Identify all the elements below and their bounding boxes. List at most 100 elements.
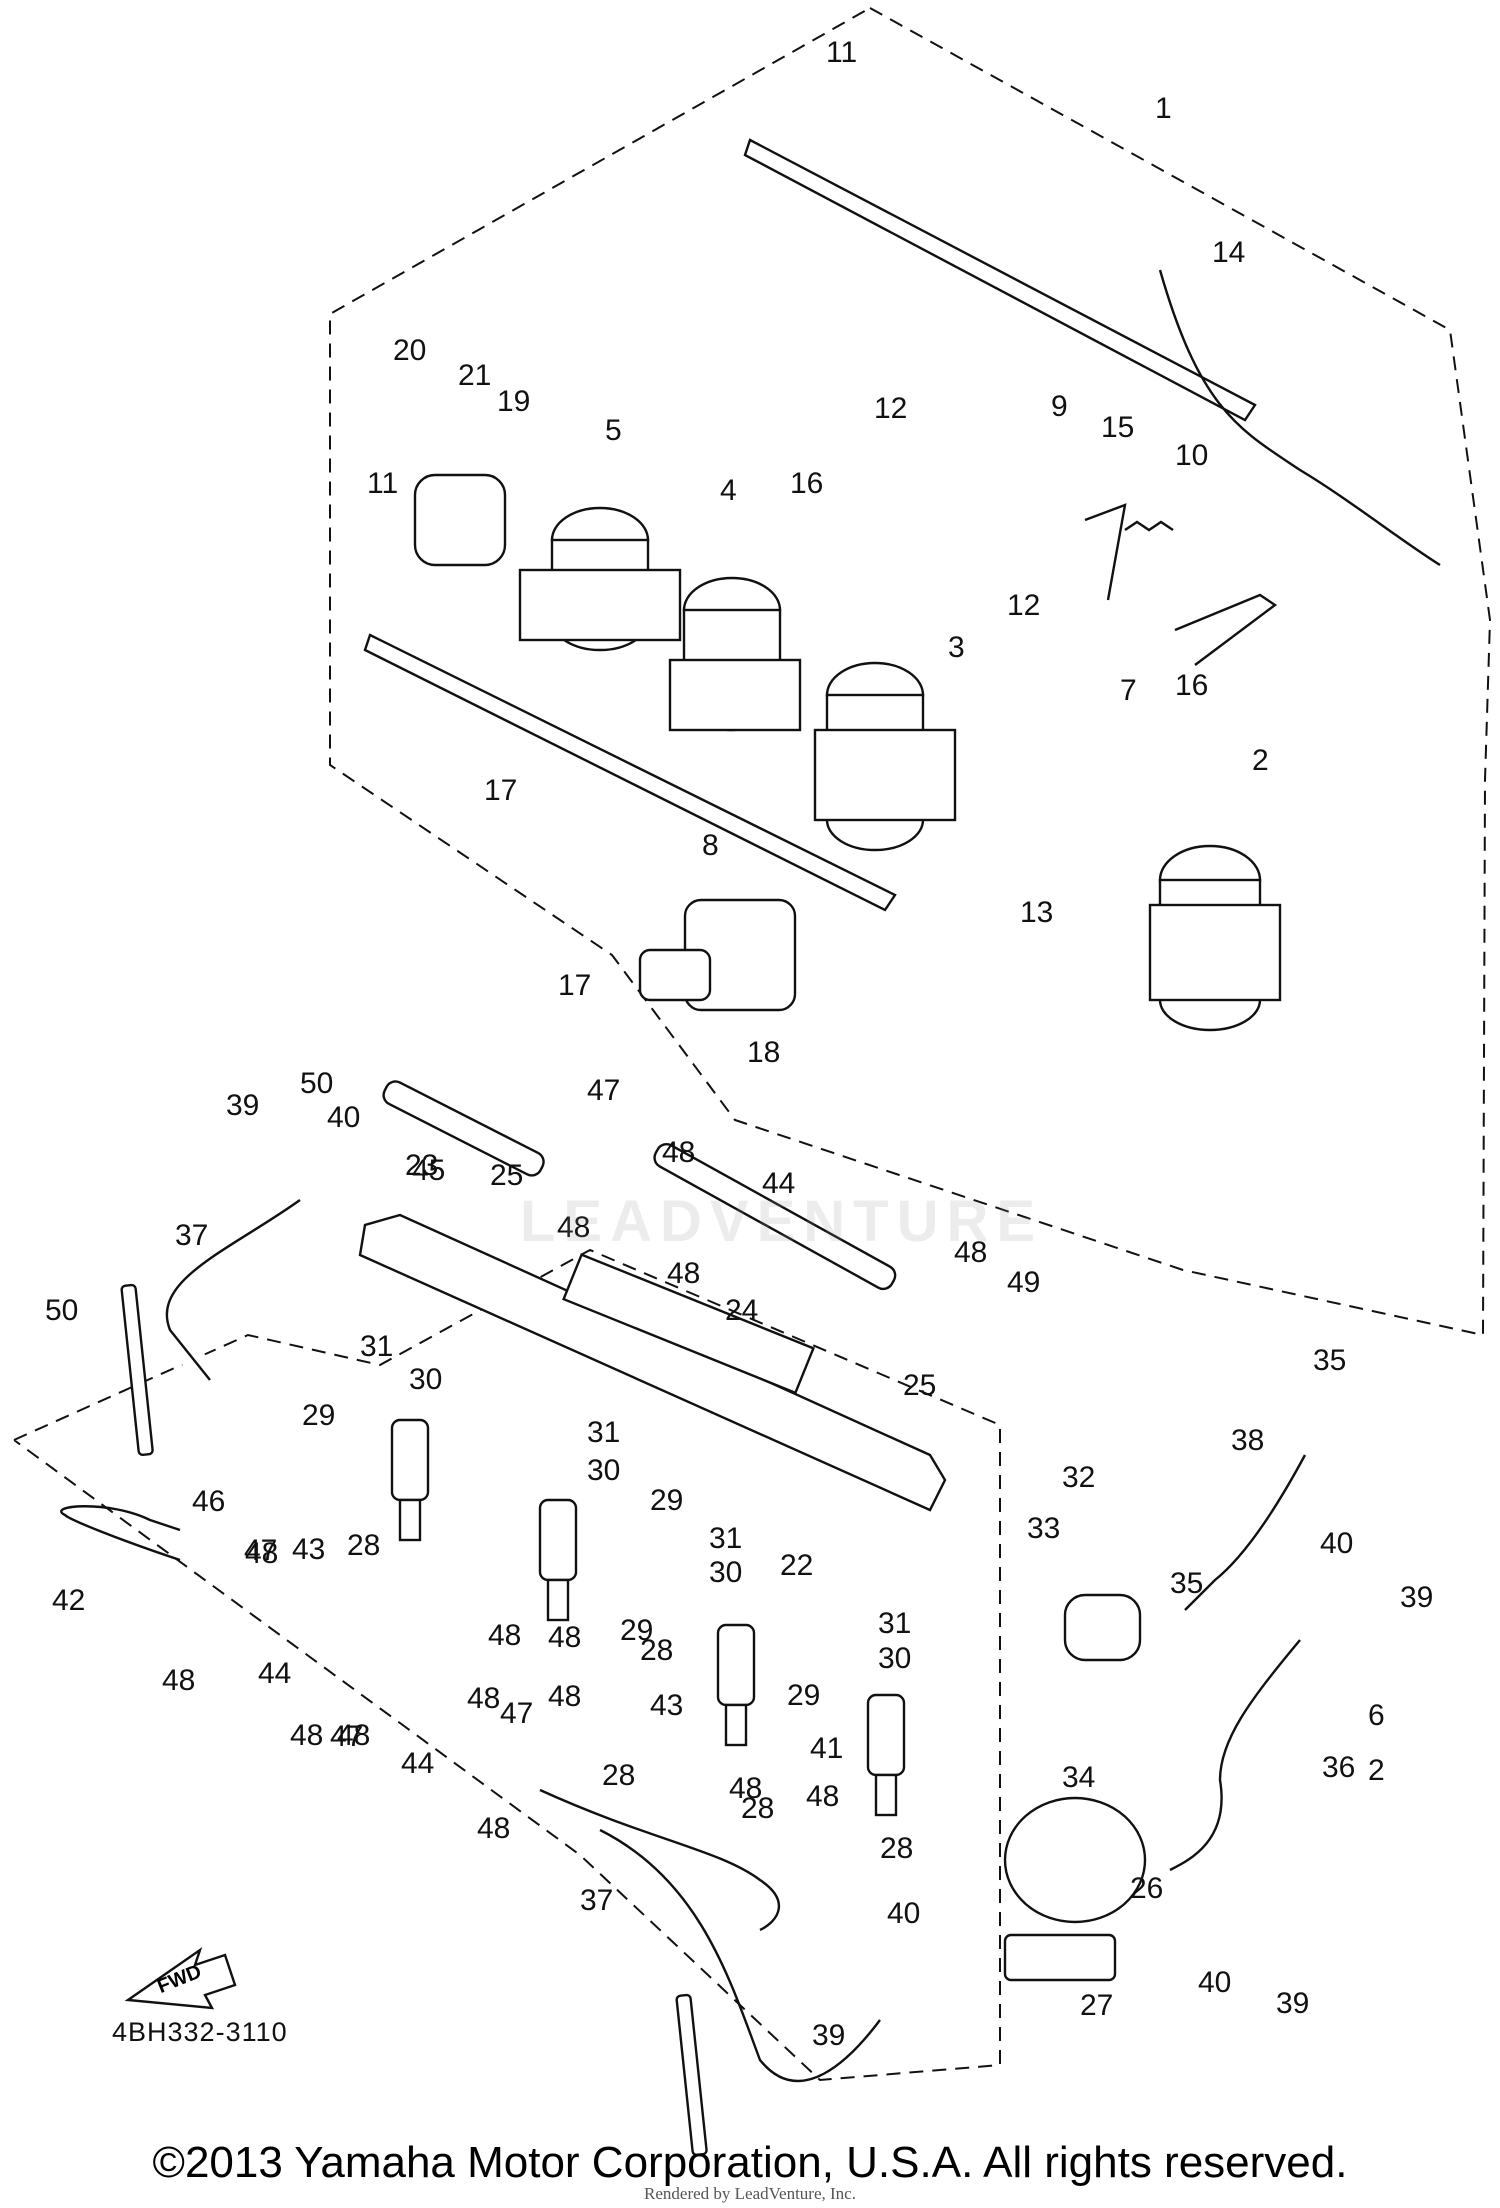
throttle-position-sensor xyxy=(638,898,797,1012)
callout-33: 33 xyxy=(1027,1512,1060,1545)
callout-44: 44 xyxy=(762,1167,795,1200)
callout-48: 48 xyxy=(477,1812,510,1845)
callout-50: 50 xyxy=(300,1067,333,1100)
callout-1: 1 xyxy=(1155,92,1172,125)
callout-22: 22 xyxy=(780,1549,813,1582)
callout-12: 12 xyxy=(1007,589,1040,622)
callout-16: 16 xyxy=(1175,669,1208,702)
callout-25: 25 xyxy=(903,1369,936,1402)
pressure-regulator xyxy=(1063,1593,1142,1662)
callout-47: 47 xyxy=(330,1720,363,1753)
watermark: LEADVENTURE xyxy=(520,1189,1044,1254)
callout-44: 44 xyxy=(401,1747,434,1780)
throttle-body-3 xyxy=(813,661,957,852)
fuel-hose-37-lower xyxy=(599,1828,881,2083)
rendered-by-credit: Rendered by LeadVenture, Inc. xyxy=(644,2184,856,2203)
callout-42: 42 xyxy=(52,1584,85,1617)
callout-11: 11 xyxy=(367,467,398,500)
callout-31: 31 xyxy=(709,1522,742,1555)
fuel-injector xyxy=(538,1498,578,1622)
callout-3: 3 xyxy=(948,631,965,664)
callout-4: 4 xyxy=(720,474,737,507)
callout-48: 48 xyxy=(667,1257,700,1290)
callout-39: 39 xyxy=(1276,1987,1309,2020)
callout-37: 37 xyxy=(175,1219,208,1252)
callout-45: 45 xyxy=(412,1154,445,1187)
callout-21: 21 xyxy=(458,359,491,392)
throttle-frame-lower xyxy=(363,633,897,912)
fuel-pump xyxy=(1003,1796,1147,1982)
callout-26: 26 xyxy=(1130,1872,1163,1905)
callout-48: 48 xyxy=(954,1236,987,1269)
callout-6: 6 xyxy=(1368,1699,1385,1732)
callout-12: 12 xyxy=(874,392,907,425)
callout-14: 14 xyxy=(1212,236,1245,269)
callout-labels: 1223456789101111121213141516161717181920… xyxy=(45,36,1433,2052)
throttle-body-4 xyxy=(668,576,802,732)
callout-37: 37 xyxy=(580,1884,613,1917)
callout-5: 5 xyxy=(605,414,622,447)
callout-48: 48 xyxy=(729,1772,762,1805)
callout-34: 34 xyxy=(1062,1761,1095,1794)
copyright-notice: ©2013 Yamaha Motor Corporation, U.S.A. A… xyxy=(152,2138,1348,2187)
callout-29: 29 xyxy=(302,1399,335,1432)
callout-29: 29 xyxy=(620,1614,653,1647)
callout-48: 48 xyxy=(806,1780,839,1813)
diagram-reference-code: 4BH332-3110 xyxy=(112,2017,288,2047)
callout-13: 13 xyxy=(1020,896,1053,929)
callout-48: 48 xyxy=(662,1136,695,1169)
throttle-body-5 xyxy=(518,506,682,652)
callout-30: 30 xyxy=(409,1363,442,1396)
fuel-delivery-pipe xyxy=(358,1213,947,1512)
callout-35: 35 xyxy=(1313,1344,1346,1377)
callout-41: 41 xyxy=(810,1732,843,1765)
callout-28: 28 xyxy=(640,1634,673,1667)
callout-2: 2 xyxy=(1368,1754,1385,1787)
hose-42 xyxy=(60,1505,181,1562)
callout-47: 47 xyxy=(500,1697,533,1730)
callout-16: 16 xyxy=(790,467,823,500)
callout-20: 20 xyxy=(393,334,426,367)
callout-39: 39 xyxy=(812,2019,845,2052)
fuel-rail-cover-24 xyxy=(562,1253,815,1395)
callout-30: 30 xyxy=(709,1556,742,1589)
callout-35: 35 xyxy=(1170,1567,1203,1600)
callout-17: 17 xyxy=(484,774,517,807)
callout-9: 9 xyxy=(1051,390,1068,423)
hose-46 xyxy=(382,1080,545,1177)
callout-48: 48 xyxy=(557,1211,590,1244)
callout-32: 32 xyxy=(1062,1461,1095,1494)
hose-clamp-upper xyxy=(120,1283,154,1457)
throttle-body-assembly-boundary xyxy=(329,6,1492,1337)
sensor-19 xyxy=(413,473,507,567)
callout-46: 46 xyxy=(192,1485,225,1518)
callout-36: 36 xyxy=(1322,1751,1355,1784)
callout-31: 31 xyxy=(878,1607,911,1640)
callout-7: 7 xyxy=(1120,674,1137,707)
callout-43: 43 xyxy=(650,1689,683,1722)
throttle-cable xyxy=(1158,269,1441,567)
callout-2: 2 xyxy=(1252,744,1269,777)
throttle-frame-upper xyxy=(743,138,1257,422)
spring-10 xyxy=(1124,520,1174,532)
callout-29: 29 xyxy=(650,1484,683,1517)
callout-10: 10 xyxy=(1175,439,1208,472)
callout-28: 28 xyxy=(347,1529,380,1562)
fuel-injector xyxy=(716,1623,756,1747)
callout-40: 40 xyxy=(327,1101,360,1134)
callout-48: 48 xyxy=(548,1680,581,1713)
callout-11: 11 xyxy=(826,36,857,69)
callout-47: 47 xyxy=(244,1534,277,1567)
callout-17: 17 xyxy=(558,969,591,1002)
callout-48: 48 xyxy=(337,1719,370,1752)
callout-30: 30 xyxy=(587,1454,620,1487)
callout-23: 23 xyxy=(405,1149,438,1182)
fuel-hose-36 xyxy=(1169,1639,1301,1872)
callout-44: 44 xyxy=(258,1657,291,1690)
callout-15: 15 xyxy=(1101,411,1134,444)
callout-48: 48 xyxy=(467,1682,500,1715)
callout-48: 48 xyxy=(488,1619,521,1652)
hose-45 xyxy=(653,1142,897,1291)
callout-25: 25 xyxy=(490,1159,523,1192)
